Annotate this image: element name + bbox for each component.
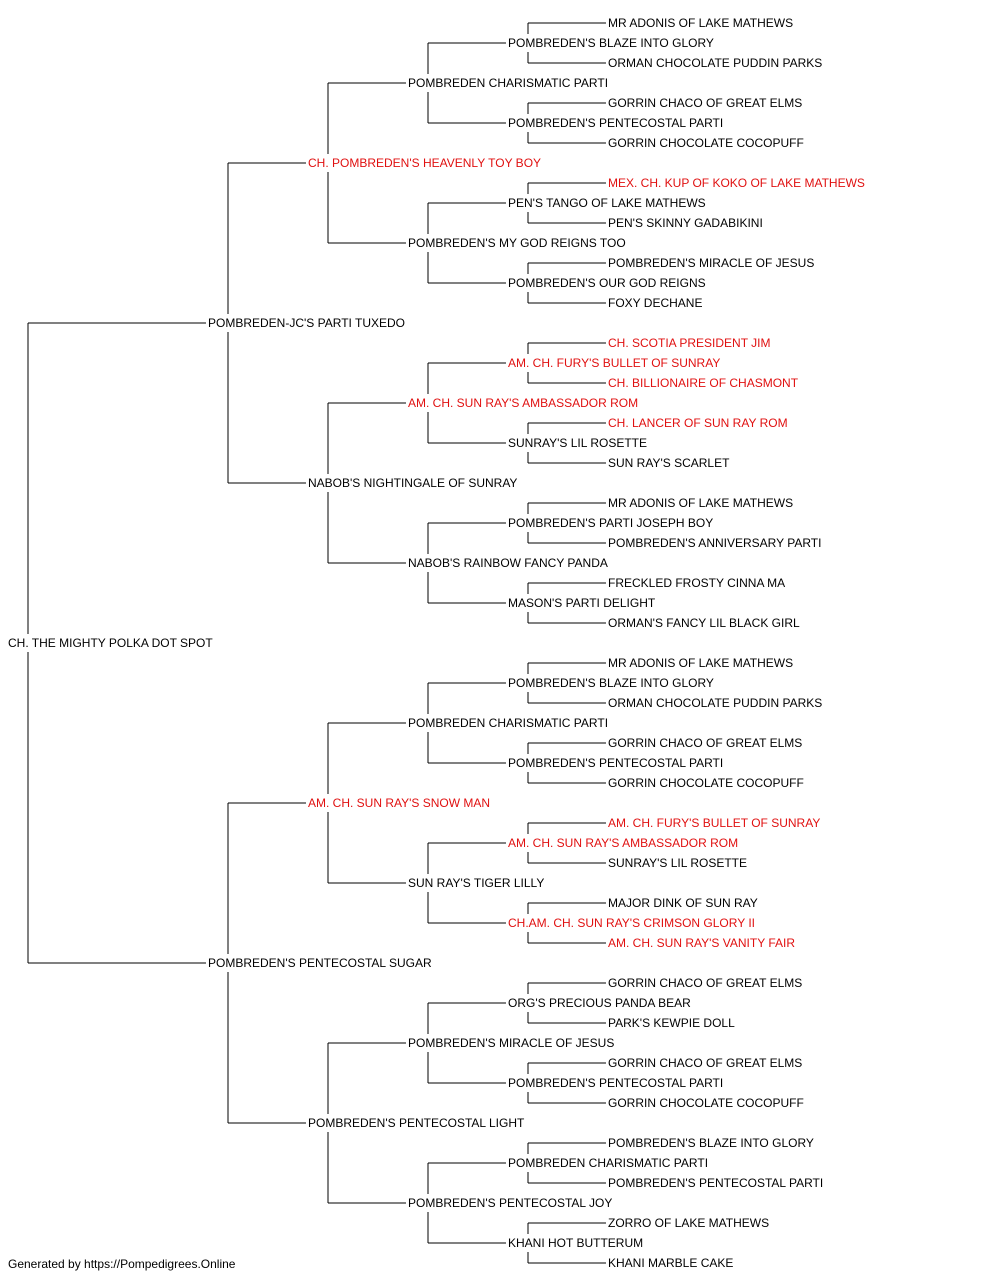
great-great-great-grandparent-name: POMBREDEN'S ANNIVERSARY PARTI: [608, 536, 822, 550]
great-great-grandparent-name: POMBREDEN'S PARTI JOSEPH BOY: [508, 516, 714, 530]
great-great-great-grandparent-name: GORRIN CHOCOLATE COCOPUFF: [608, 1096, 804, 1110]
great-great-great-grandparent-name: POMBREDEN'S BLAZE INTO GLORY: [608, 1136, 814, 1150]
great-great-great-grandparent-name: KHANI MARBLE CAKE: [608, 1256, 734, 1270]
great-great-great-grandparent-name: CH. SCOTIA PRESIDENT JIM: [608, 336, 771, 350]
great-great-great-grandparent-name: PARK'S KEWPIE DOLL: [608, 1016, 735, 1030]
great-great-great-grandparent-name: SUN RAY'S SCARLET: [608, 456, 730, 470]
great-great-great-grandparent-name: MR ADONIS OF LAKE MATHEWS: [608, 496, 794, 510]
great-great-grandparent-name: CH.AM. CH. SUN RAY'S CRIMSON GLORY II: [508, 916, 755, 930]
great-great-grandparent-name: POMBREDEN'S BLAZE INTO GLORY: [508, 676, 714, 690]
great-great-grandparent-name: POMBREDEN'S BLAZE INTO GLORY: [508, 36, 714, 50]
great-grandparent-name: POMBREDEN CHARISMATIC PARTI: [408, 76, 609, 90]
grandparent-name: NABOB'S NIGHTINGALE OF SUNRAY: [308, 476, 518, 490]
great-great-grandparent-name: POMBREDEN'S PENTECOSTAL PARTI: [508, 1076, 724, 1090]
great-great-grandparent-name: KHANI HOT BUTTERUM: [508, 1236, 644, 1250]
grandparent-name: AM. CH. SUN RAY'S SNOW MAN: [308, 796, 491, 810]
great-great-great-grandparent-name: PEN'S SKINNY GADABIKINI: [608, 216, 763, 230]
grandparent-name: CH. POMBREDEN'S HEAVENLY TOY BOY: [308, 156, 542, 170]
great-great-great-grandparent-name: GORRIN CHACO OF GREAT ELMS: [608, 1056, 803, 1070]
great-great-great-grandparent-name: POMBREDEN'S PENTECOSTAL PARTI: [608, 1176, 824, 1190]
parent-name: POMBREDEN'S PENTECOSTAL SUGAR: [208, 956, 432, 970]
great-grandparent-name: SUN RAY'S TIGER LILLY: [408, 876, 545, 890]
great-great-great-grandparent-name: CH. BILLIONAIRE OF CHASMONT: [608, 376, 799, 390]
great-great-great-grandparent-name: GORRIN CHACO OF GREAT ELMS: [608, 976, 803, 990]
great-great-great-grandparent-name: CH. LANCER OF SUN RAY ROM: [608, 416, 788, 430]
great-great-great-grandparent-name: FRECKLED FROSTY CINNA MA: [608, 576, 786, 590]
great-great-grandparent-name: POMBREDEN'S PENTECOSTAL PARTI: [508, 116, 724, 130]
great-great-great-grandparent-name: GORRIN CHACO OF GREAT ELMS: [608, 736, 803, 750]
great-great-great-grandparent-name: MR ADONIS OF LAKE MATHEWS: [608, 656, 794, 670]
great-great-great-grandparent-name: GORRIN CHOCOLATE COCOPUFF: [608, 776, 804, 790]
great-great-grandparent-name: SUNRAY'S LIL ROSETTE: [508, 436, 647, 450]
great-great-grandparent-name: AM. CH. FURY'S BULLET OF SUNRAY: [508, 356, 721, 370]
great-great-grandparent-name: AM. CH. SUN RAY'S AMBASSADOR ROM: [508, 836, 739, 850]
grandparent-name: POMBREDEN'S PENTECOSTAL LIGHT: [308, 1116, 525, 1130]
great-great-great-grandparent-name: AM. CH. SUN RAY'S VANITY FAIR: [608, 936, 795, 950]
great-great-grandparent-name: PEN'S TANGO OF LAKE MATHEWS: [508, 196, 706, 210]
great-great-great-grandparent-name: MEX. CH. KUP OF KOKO OF LAKE MATHEWS: [608, 176, 865, 190]
great-great-great-grandparent-name: ORMAN CHOCOLATE PUDDIN PARKS: [608, 56, 823, 70]
parent-name: POMBREDEN-JC'S PARTI TUXEDO: [208, 316, 405, 330]
dog-name: CH. THE MIGHTY POLKA DOT SPOT: [8, 636, 213, 650]
generated-by-footer: Generated by https://Pompedigrees.Online: [8, 1257, 236, 1271]
great-great-great-grandparent-name: MAJOR DINK OF SUN RAY: [608, 896, 758, 910]
great-great-great-grandparent-name: ORMAN'S FANCY LIL BLACK GIRL: [608, 616, 800, 630]
great-great-great-grandparent-name: POMBREDEN'S MIRACLE OF JESUS: [608, 256, 815, 270]
great-great-great-grandparent-name: AM. CH. FURY'S BULLET OF SUNRAY: [608, 816, 821, 830]
great-great-great-grandparent-name: MR ADONIS OF LAKE MATHEWS: [608, 16, 794, 30]
great-great-grandparent-name: MASON'S PARTI DELIGHT: [508, 596, 656, 610]
great-great-great-grandparent-name: GORRIN CHACO OF GREAT ELMS: [608, 96, 803, 110]
great-great-grandparent-name: POMBREDEN'S PENTECOSTAL PARTI: [508, 756, 724, 770]
great-grandparent-name: POMBREDEN'S MIRACLE OF JESUS: [408, 1036, 615, 1050]
great-great-great-grandparent-name: FOXY DECHANE: [608, 296, 703, 310]
great-grandparent-name: POMBREDEN'S PENTECOSTAL JOY: [408, 1196, 613, 1210]
great-great-great-grandparent-name: ORMAN CHOCOLATE PUDDIN PARKS: [608, 696, 823, 710]
great-great-great-grandparent-name: SUNRAY'S LIL ROSETTE: [608, 856, 747, 870]
great-grandparent-name: POMBREDEN CHARISMATIC PARTI: [408, 716, 609, 730]
great-grandparent-name: NABOB'S RAINBOW FANCY PANDA: [408, 556, 608, 570]
great-great-great-grandparent-name: ZORRO OF LAKE MATHEWS: [608, 1216, 770, 1230]
great-great-grandparent-name: POMBREDEN'S OUR GOD REIGNS: [508, 276, 706, 290]
great-grandparent-name: AM. CH. SUN RAY'S AMBASSADOR ROM: [408, 396, 639, 410]
great-great-grandparent-name: ORG'S PRECIOUS PANDA BEAR: [508, 996, 691, 1010]
great-great-great-grandparent-name: GORRIN CHOCOLATE COCOPUFF: [608, 136, 804, 150]
great-grandparent-name: POMBREDEN'S MY GOD REIGNS TOO: [408, 236, 626, 250]
great-great-grandparent-name: POMBREDEN CHARISMATIC PARTI: [508, 1156, 709, 1170]
